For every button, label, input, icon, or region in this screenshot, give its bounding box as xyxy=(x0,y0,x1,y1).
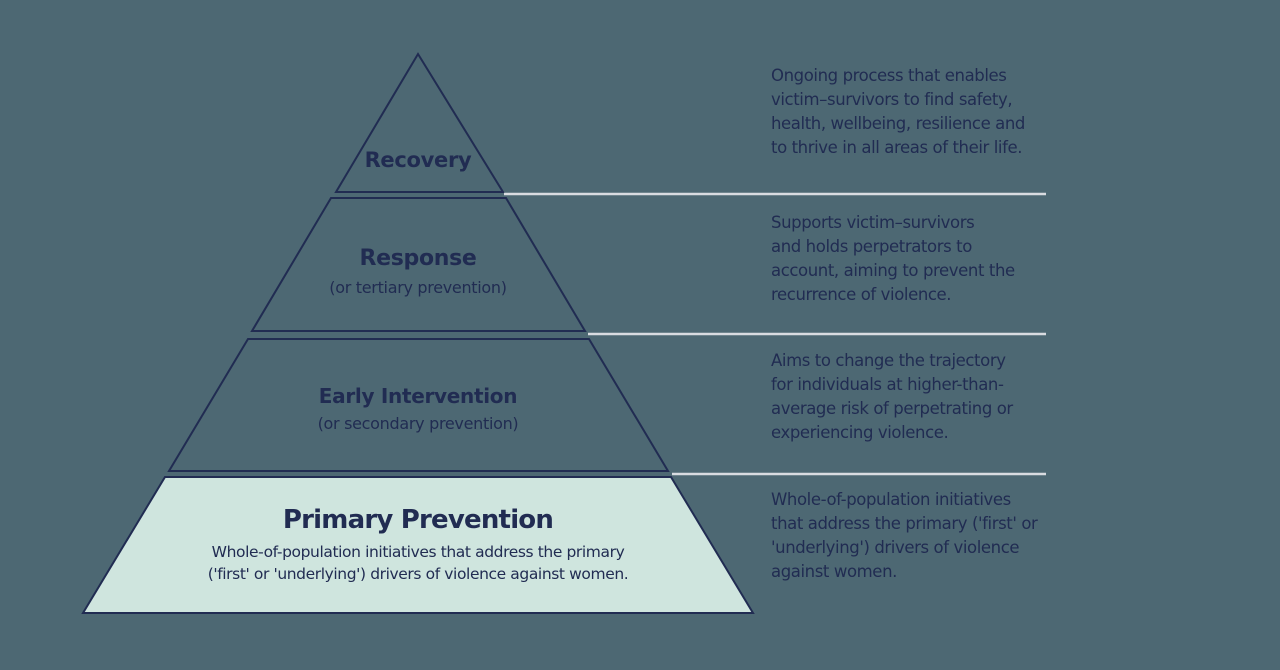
description-line: to thrive in all areas of their life. xyxy=(771,138,1023,157)
primary-prevention-inner-text: Whole-of-population initiatives that add… xyxy=(158,541,678,585)
level-label-early-intervention: Early Intervention xyxy=(318,384,518,408)
description-line: average risk of perpetrating or xyxy=(771,399,1013,418)
description-line: and holds perpetrators to xyxy=(771,237,972,256)
description-line: Whole-of-population initiatives xyxy=(771,490,1011,509)
level-label-response: Response xyxy=(359,246,477,271)
description-response: Supports victim–survivors and holds perp… xyxy=(771,211,1071,307)
pyramid-level-primary-prevention-shape xyxy=(81,476,755,614)
description-line: victim–survivors to find safety, xyxy=(771,90,1013,109)
description-line: Aims to change the trajectory xyxy=(771,351,1006,370)
level-sublabel-early-intervention: (or secondary prevention) xyxy=(317,414,519,433)
description-recovery: Ongoing process that enables victim–surv… xyxy=(771,64,1071,160)
description-line: 'underlying') drivers of violence xyxy=(771,538,1020,557)
primary-prevention-inner-line: ('first' or 'underlying') drivers of vio… xyxy=(207,565,629,583)
description-line: recurrence of violence. xyxy=(771,285,952,304)
description-line: that address the primary ('first' or xyxy=(771,514,1038,533)
primary-prevention-inner-line: Whole-of-population initiatives that add… xyxy=(211,543,625,561)
description-line: Ongoing process that enables xyxy=(771,66,1007,85)
description-line: against women. xyxy=(771,562,897,581)
level-label-primary-prevention: Primary Prevention xyxy=(282,505,554,535)
description-line: experiencing violence. xyxy=(771,423,949,442)
description-line: Supports victim–survivors xyxy=(771,213,975,232)
level-label-recovery: Recovery xyxy=(364,148,472,172)
pyramid-level-recovery-shape xyxy=(334,52,505,193)
level-sublabel-response: (or tertiary prevention) xyxy=(329,278,507,297)
pyramid-level-response-shape xyxy=(250,197,587,332)
description-line: health, wellbeing, resilience and xyxy=(771,114,1026,133)
description-primary-prevention: Whole-of-population initiatives that add… xyxy=(771,488,1071,584)
description-early-intervention: Aims to change the trajectory for indivi… xyxy=(771,349,1071,445)
description-line: for individuals at higher-than- xyxy=(771,375,1004,394)
description-line: account, aiming to prevent the xyxy=(771,261,1015,280)
pyramid-level-early-intervention-shape xyxy=(167,338,670,472)
